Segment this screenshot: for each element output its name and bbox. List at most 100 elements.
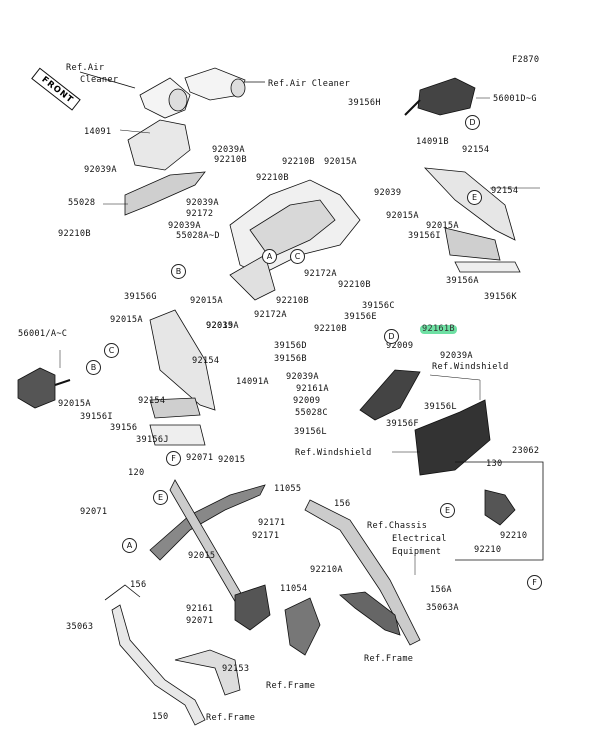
part-label-p92015A_5: 92015A	[110, 315, 143, 325]
part-label-p14091: 14091	[84, 127, 112, 137]
part-label-p92071_3: 92071	[186, 616, 214, 626]
part-label-ref-frame-1: Ref.Frame	[364, 654, 414, 664]
part-label-p92015A_4: 92015A	[190, 296, 223, 306]
part-label-p92161B: 92161B	[420, 324, 457, 334]
callout-D2: D	[384, 329, 399, 344]
part-label-p92039A_4: 92039A	[168, 221, 201, 231]
part-label-p92071_2: 92071	[80, 507, 108, 517]
part-label-p92171_2: 92171	[252, 531, 280, 541]
part-label-p150: 150	[152, 712, 169, 722]
part-label-p120: 120	[128, 468, 145, 478]
part-label-p92210B_3: 92210B	[256, 173, 289, 183]
part-label-p92039A_3: 92039A	[186, 198, 219, 208]
part-label-p92039_2: 92039	[206, 321, 234, 331]
part-label-p92009_2: 92009	[293, 396, 321, 406]
part-label-p39156D: 39156D	[274, 341, 307, 351]
part-label-ref-frame-3: Ref.Frame	[206, 713, 256, 723]
part-label-p92015_2: 92015	[188, 551, 216, 561]
part-label-p92172_1: 92172	[186, 209, 214, 219]
mirror-left-housing	[17, 367, 56, 409]
part-label-p92172A_2: 92172A	[254, 310, 287, 320]
side-panel-right-lower	[454, 261, 521, 273]
part-label-p56001DG: 56001D~G	[493, 94, 537, 104]
part-label-p11055: 11055	[274, 484, 302, 494]
part-label-p92161A: 92161A	[296, 384, 329, 394]
leader-156	[104, 584, 141, 601]
part-label-p92015_1: 92015	[218, 455, 246, 465]
mirror-right-housing	[417, 77, 476, 116]
part-label-ref-chassis-3: Equipment	[392, 547, 442, 557]
part-label-p92039A_1: 92039A	[212, 145, 245, 155]
callout-D1: D	[465, 115, 480, 130]
part-label-p92039A_6: 92039A	[286, 372, 319, 382]
part-label-ref-windshield-2: Ref.Windshield	[295, 448, 372, 458]
part-label-p92172A: 92172A	[304, 269, 337, 279]
callout-F2: F	[527, 575, 542, 590]
part-label-p55028C: 55028C	[295, 408, 328, 418]
part-label-p92015A_2: 92015A	[386, 211, 419, 221]
part-label-p92015A_3: 92015A	[426, 221, 459, 231]
part-label-p92015A_7: 92015A	[58, 399, 91, 409]
part-label-p55028AD: 55028A~D	[176, 231, 220, 241]
stay-bar-right	[304, 499, 421, 646]
part-label-p39156_1: 39156	[110, 423, 138, 433]
callout-C1: C	[290, 249, 305, 264]
diagram-code: F2870	[512, 55, 540, 65]
bracket-lower	[284, 597, 321, 656]
meter-bracket-right	[484, 489, 516, 526]
part-label-ref-chassis-2: Electrical	[392, 534, 447, 544]
leader-air-cleaner	[79, 71, 136, 89]
part-label-p92210_2: 92210	[474, 545, 502, 555]
part-label-p156A: 156A	[430, 585, 452, 595]
part-label-p92210B_5: 92210B	[338, 280, 371, 290]
frame-pipe-left-2	[174, 649, 241, 696]
leader-windshield-1	[429, 374, 481, 400]
part-label-p92015A_1: 92015A	[324, 157, 357, 167]
part-label-p92171_1: 92171	[258, 518, 286, 528]
part-label-p92015A_6: 92015A	[206, 321, 239, 331]
meter-cover	[414, 399, 491, 476]
part-label-p92039A_5: 92039A	[440, 351, 473, 361]
part-label-p92210A: 92210A	[310, 565, 343, 575]
part-label-p92071_1: 92071	[186, 453, 214, 463]
part-label-p39156I_1: 39156I	[408, 231, 441, 241]
part-label-p39156K: 39156K	[484, 292, 517, 302]
part-label-p156_1: 156	[334, 499, 351, 509]
frame-pipe-left	[111, 604, 206, 726]
part-label-p130: 130	[486, 459, 503, 469]
callout-B2: B	[86, 360, 101, 375]
air-duct-left-mouth	[168, 88, 188, 112]
callout-A2: A	[122, 538, 137, 553]
side-duct-left-mid	[149, 309, 216, 411]
part-label-p92210_1: 92210	[500, 531, 528, 541]
callout-E2: E	[440, 503, 455, 518]
part-label-p92039_1: 92039	[374, 188, 402, 198]
part-label-ref-windshield-1: Ref.Windshield	[432, 362, 509, 372]
part-label-ref-frame-2: Ref.Frame	[266, 681, 316, 691]
part-label-p39156F: 39156F	[386, 419, 419, 429]
part-label-p39156J: 39156J	[136, 435, 169, 445]
part-label-p156_2: 156	[130, 580, 147, 590]
part-label-p39156G: 39156G	[124, 292, 157, 302]
part-label-p92153: 92153	[222, 664, 250, 674]
part-label-p14091B: 14091B	[416, 137, 449, 147]
part-label-p92210B_2: 92210B	[282, 157, 315, 167]
part-label-ref-air-cleaner-left-1: Ref.Air	[66, 63, 105, 73]
stay-upper	[149, 484, 266, 561]
part-label-p92154_2: 92154	[491, 186, 519, 196]
part-label-p14091A: 14091A	[236, 377, 269, 387]
part-label-p39156B: 39156B	[274, 354, 307, 364]
part-label-p11054: 11054	[280, 584, 308, 594]
callout-F1: F	[166, 451, 181, 466]
part-label-p55028: 55028	[68, 198, 96, 208]
part-label-p92154_1: 92154	[462, 145, 490, 155]
side-panel-left-lower	[149, 424, 206, 446]
mirror-left-stem	[54, 379, 71, 386]
side-panel-left	[149, 397, 201, 419]
callout-E3: E	[153, 490, 168, 505]
part-label-p39156A_1: 39156A	[446, 276, 479, 286]
inner-cover-left-upper	[127, 119, 191, 171]
callout-C2: C	[104, 343, 119, 358]
part-label-p39156E: 39156E	[344, 312, 377, 322]
part-label-ref-air-cleaner-left-2: Cleaner	[80, 75, 119, 85]
